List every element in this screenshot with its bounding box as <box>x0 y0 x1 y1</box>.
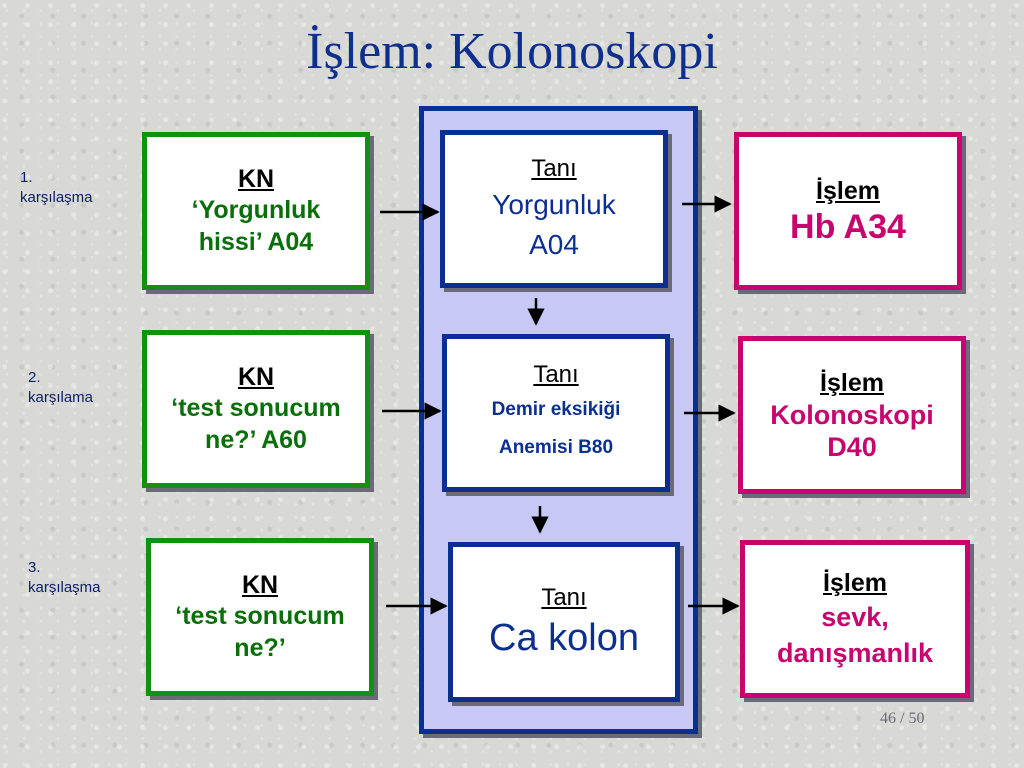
tani-heading: Tanı <box>533 361 579 388</box>
tani-box-2: Tanı Demir eksikiği Anemisi B80 <box>442 334 670 492</box>
kn-line: ne?’ A60 <box>205 426 307 454</box>
islem-line: danışmanlık <box>776 638 934 668</box>
islem-box-1: İşlem Hb A34 <box>734 132 962 290</box>
islem-box-3: İşlem sevk, danışmanlık <box>740 540 970 698</box>
islem-line: Kolonoskopi <box>770 400 934 430</box>
kn-box-2: KN ‘test sonucum ne?’ A60 <box>142 330 370 488</box>
encounter-text: karşılaşma <box>28 579 101 596</box>
kn-line: hissi’ A04 <box>198 228 314 256</box>
encounter-text: karşılaşma <box>20 189 93 206</box>
tani-line: Yorgunluk <box>492 189 616 220</box>
islem-line: Hb A34 <box>790 208 906 246</box>
kn-box-1: KN ‘Yorgunluk hissi’ A04 <box>142 132 370 290</box>
kn-heading: KN <box>237 363 275 391</box>
slide-title: İşlem: Kolonoskopi <box>306 23 718 80</box>
tani-box-1: Tanı Yorgunluk A04 <box>440 130 668 288</box>
encounter-number: 2. <box>28 369 41 386</box>
islem-box-2: İşlem Kolonoskopi D40 <box>738 336 966 494</box>
encounter-label-1: 1. karşılaşma <box>20 168 93 208</box>
encounter-number: 3. <box>28 559 41 576</box>
tani-heading: Tanı <box>531 155 577 182</box>
tani-line: Demir eksikiği <box>491 399 621 420</box>
kn-line: ‘Yorgunluk <box>191 196 321 224</box>
kn-box-3: KN ‘test sonucum ne?’ <box>146 538 374 696</box>
islem-heading: İşlem <box>816 177 880 205</box>
tani-line: A04 <box>529 229 579 260</box>
kn-line: ‘test sonucum <box>171 394 341 422</box>
islem-heading: İşlem <box>820 369 884 397</box>
tani-box-3: Tanı Ca kolon <box>448 542 680 702</box>
kn-heading: KN <box>237 165 275 193</box>
encounter-text: karşılama <box>28 389 94 406</box>
tani-line: Ca kolon <box>489 617 639 659</box>
page-number: 46 / 50 <box>880 710 925 727</box>
islem-line: sevk, <box>821 602 889 632</box>
islem-line: D40 <box>827 432 877 462</box>
kn-line: ne?’ <box>234 634 286 662</box>
tani-heading: Tanı <box>541 584 587 611</box>
kn-heading: KN <box>241 571 279 599</box>
tani-line: Anemisi B80 <box>498 437 614 458</box>
islem-heading: İşlem <box>823 569 887 597</box>
encounter-label-2: 2. karşılama <box>28 368 93 408</box>
kn-line: ‘test sonucum <box>175 602 345 630</box>
encounter-number: 1. <box>20 169 33 186</box>
encounter-label-3: 3. karşılaşma <box>28 558 101 598</box>
